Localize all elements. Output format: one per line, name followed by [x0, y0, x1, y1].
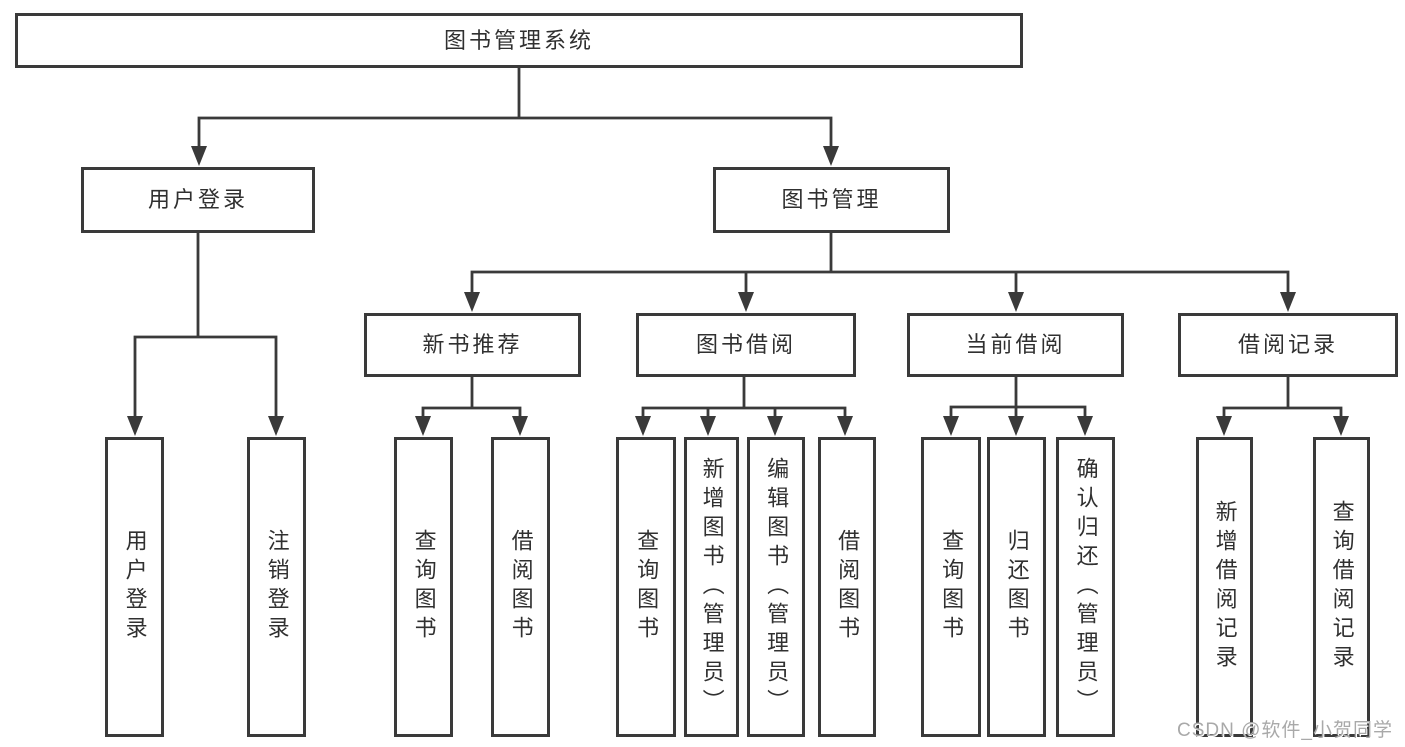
node-label: 用户登录 — [122, 529, 148, 645]
arrowhead-icon — [1280, 292, 1296, 312]
node-label: 当前借阅 — [965, 332, 1066, 357]
arrowhead-icon — [700, 416, 716, 436]
node-label: 新增借阅记录 — [1212, 500, 1238, 674]
leaf-user-login: 用户登录 — [105, 437, 164, 737]
node-user-login: 用户登录 — [81, 167, 315, 233]
arrowhead-icon — [1333, 416, 1349, 436]
node-label: 查询图书 — [411, 529, 437, 645]
arrowhead-icon — [1216, 416, 1232, 436]
leaf-search-borrow-record: 查询借阅记录 — [1313, 437, 1370, 737]
arrowhead-icon — [512, 416, 528, 436]
node-borrowing-records: 借阅记录 — [1178, 313, 1398, 377]
arrowhead-icon — [191, 146, 207, 166]
node-label: 借阅图书 — [508, 529, 534, 645]
node-label: 图书借阅 — [695, 332, 796, 357]
node-label: 借阅记录 — [1237, 332, 1338, 357]
arrowhead-icon — [823, 146, 839, 166]
arrowhead-icon — [738, 292, 754, 312]
node-library-management-system: 图书管理系统 — [15, 13, 1023, 68]
node-book-borrowing: 图书借阅 — [636, 313, 856, 377]
node-label: 图书管理 — [781, 187, 882, 212]
leaf-borrow-books-recommend: 借阅图书 — [491, 437, 550, 737]
node-label: 新书推荐 — [422, 332, 523, 357]
arrowhead-icon — [1008, 292, 1024, 312]
node-new-book-recommendation: 新书推荐 — [364, 313, 581, 377]
node-book-management: 图书管理 — [713, 167, 950, 233]
leaf-search-books-recommend: 查询图书 — [394, 437, 453, 737]
node-label: 用户登录 — [147, 187, 248, 212]
arrowhead-icon — [1008, 416, 1024, 436]
node-label: 编辑图书（管理员） — [764, 456, 790, 718]
leaf-return-books: 归还图书 — [987, 437, 1046, 737]
node-label: 查询图书 — [939, 529, 965, 645]
node-label: 归还图书 — [1004, 529, 1030, 645]
node-label: 查询借阅记录 — [1329, 500, 1355, 674]
leaf-borrow-books: 借阅图书 — [818, 437, 876, 737]
leaf-logout-login: 注销登录 — [247, 437, 306, 737]
leaf-add-borrow-record: 新增借阅记录 — [1196, 437, 1253, 737]
arrowhead-icon — [268, 416, 284, 436]
arrowhead-icon — [943, 416, 959, 436]
leaf-search-books-borrow: 查询图书 — [616, 437, 676, 737]
leaf-add-books-admin: 新增图书（管理员） — [684, 437, 739, 737]
arrowhead-icon — [1077, 416, 1093, 436]
arrowhead-icon — [127, 416, 143, 436]
node-label: 图书管理系统 — [443, 27, 594, 53]
leaf-confirm-return-admin: 确认归还（管理员） — [1056, 437, 1115, 737]
arrowhead-icon — [464, 292, 480, 312]
leaf-edit-books-admin: 编辑图书（管理员） — [747, 437, 805, 737]
arrowhead-icon — [837, 416, 853, 436]
arrowhead-icon — [415, 416, 431, 436]
node-label: 确认归还（管理员） — [1073, 456, 1099, 718]
leaf-search-books-current: 查询图书 — [921, 437, 981, 737]
node-label: 注销登录 — [264, 529, 290, 645]
node-current-borrowing: 当前借阅 — [907, 313, 1124, 377]
node-label: 新增图书（管理员） — [699, 456, 725, 718]
node-label: 查询图书 — [634, 529, 660, 645]
arrowhead-icon — [635, 416, 651, 436]
node-label: 借阅图书 — [835, 529, 861, 645]
arrowhead-icon — [767, 416, 783, 436]
watermark: CSDN @软件_小贺同学 — [1177, 720, 1393, 741]
